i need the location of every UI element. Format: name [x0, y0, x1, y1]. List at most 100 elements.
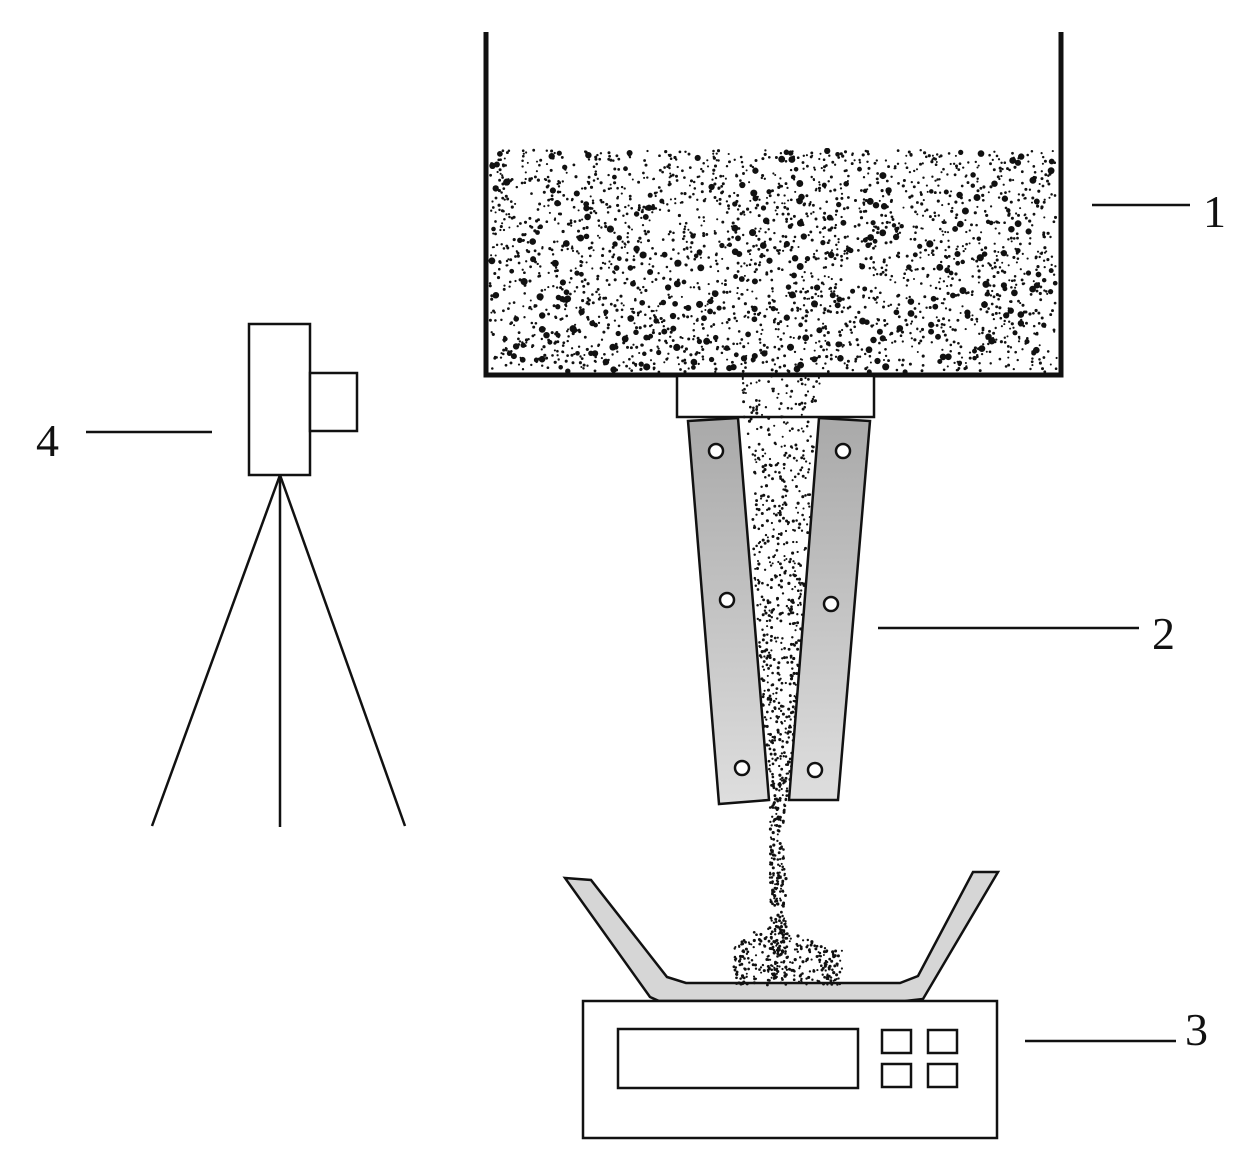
particle — [850, 162, 854, 166]
particle — [881, 221, 884, 225]
particle — [960, 184, 964, 188]
particle — [707, 256, 710, 259]
particle — [1007, 363, 1011, 367]
particle — [810, 399, 814, 403]
particle — [800, 529, 804, 532]
bolt-hole — [834, 442, 852, 460]
particle — [822, 322, 825, 325]
particle — [784, 182, 788, 186]
particle — [860, 189, 863, 192]
particle — [830, 982, 834, 986]
particle — [767, 556, 771, 559]
particle — [785, 217, 789, 221]
particle — [774, 369, 778, 373]
particle — [585, 261, 588, 264]
particle — [787, 736, 790, 739]
particle — [764, 484, 769, 488]
particle — [541, 246, 544, 249]
particle — [608, 205, 612, 209]
particle — [795, 459, 798, 462]
particle — [789, 293, 792, 296]
particle — [772, 786, 776, 790]
particle — [1037, 322, 1041, 325]
particle — [727, 207, 731, 210]
particle — [787, 612, 791, 616]
particle — [769, 900, 773, 904]
particle — [505, 213, 508, 216]
particle — [993, 150, 996, 153]
particle — [883, 319, 887, 322]
particle — [759, 939, 763, 943]
particle — [959, 345, 963, 349]
particle — [696, 282, 699, 285]
particle — [531, 334, 535, 338]
particle — [779, 477, 782, 480]
particle — [882, 358, 886, 362]
particle — [501, 222, 504, 225]
particle — [633, 329, 639, 336]
particle — [692, 180, 696, 184]
particle — [763, 649, 767, 653]
particle — [774, 883, 777, 886]
particle — [509, 258, 513, 262]
particle — [897, 315, 901, 319]
particle — [759, 603, 762, 606]
particle — [491, 246, 494, 249]
particle — [989, 162, 992, 166]
particle — [747, 957, 750, 960]
particle — [784, 485, 787, 488]
particle — [812, 255, 816, 259]
particle — [747, 967, 750, 971]
particle — [978, 369, 982, 373]
particle — [578, 361, 582, 365]
particle — [768, 739, 771, 742]
particle — [801, 960, 805, 964]
particle — [782, 933, 786, 936]
particle — [916, 213, 919, 216]
particle — [764, 452, 767, 455]
particle — [631, 361, 635, 365]
particle — [773, 201, 776, 204]
particle — [740, 265, 743, 268]
particle — [780, 344, 784, 348]
particle — [519, 222, 522, 225]
particle — [501, 174, 504, 177]
particle — [765, 743, 769, 747]
particle — [725, 200, 729, 203]
particle — [735, 235, 741, 242]
particle — [730, 363, 737, 371]
particle — [498, 208, 501, 212]
particle — [745, 952, 749, 955]
particle — [621, 271, 625, 275]
particle — [601, 303, 605, 307]
particle — [597, 343, 601, 347]
particle — [709, 265, 712, 268]
particle — [820, 290, 823, 293]
particle — [802, 449, 805, 453]
particle — [745, 169, 748, 172]
particle — [776, 617, 779, 620]
particle — [799, 221, 803, 225]
particle — [799, 583, 802, 586]
particle — [798, 193, 805, 201]
particle — [632, 265, 636, 269]
particle — [548, 211, 551, 214]
particle — [867, 296, 871, 300]
particle — [529, 238, 536, 245]
particle — [789, 469, 793, 472]
particle — [780, 415, 783, 419]
particle — [889, 303, 893, 307]
particle — [816, 979, 819, 982]
particle — [781, 268, 784, 271]
particle — [589, 246, 593, 249]
particle — [663, 251, 666, 255]
particle — [820, 239, 826, 246]
particle — [1013, 275, 1017, 278]
particle — [579, 355, 582, 358]
particle — [768, 694, 772, 698]
particle — [780, 787, 783, 791]
particle — [778, 864, 781, 868]
particle — [696, 198, 699, 201]
particle — [785, 604, 789, 608]
particle — [976, 205, 979, 208]
